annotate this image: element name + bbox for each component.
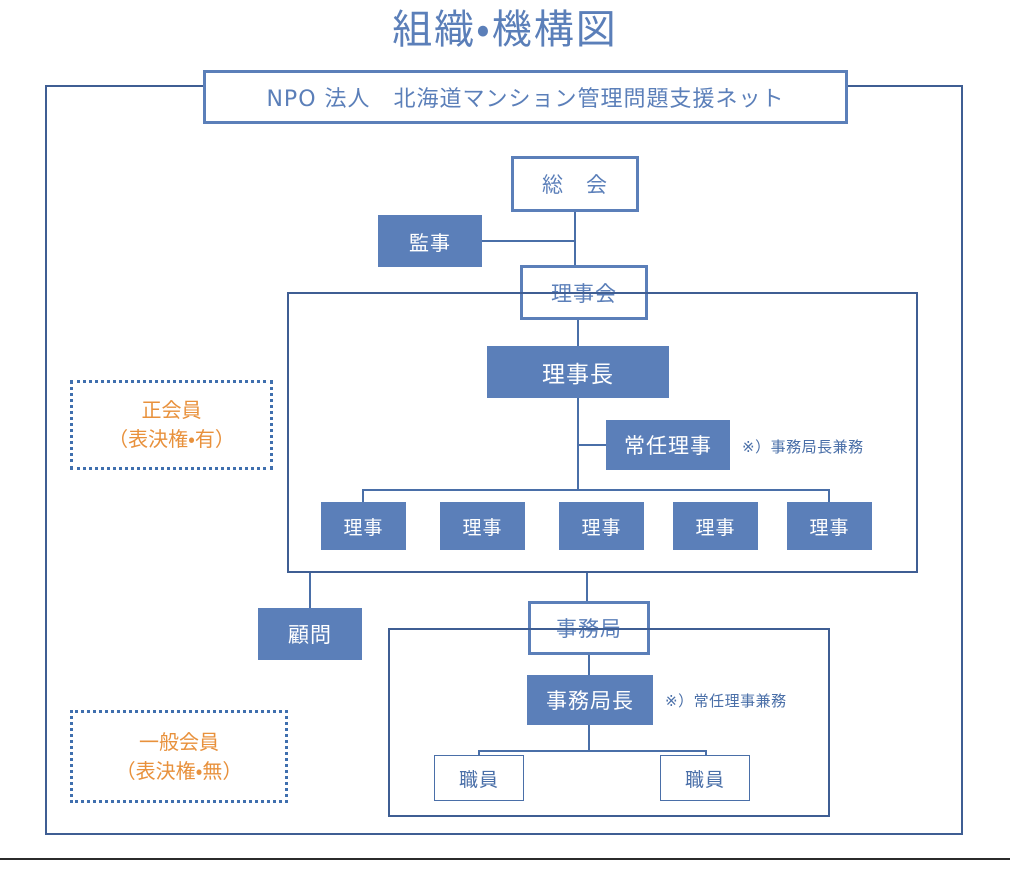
node-director-2[interactable]: 理事: [440, 502, 525, 550]
connector-bus-to-director-1: [362, 489, 364, 502]
board-of-directors-frame: [287, 292, 918, 573]
connector-directors-bus: [362, 489, 830, 491]
bottom-divider: [0, 858, 1010, 860]
page-title: 組織・機構図: [392, 7, 618, 53]
node-director-5[interactable]: 理事: [787, 502, 872, 550]
secretariat-frame: [388, 628, 830, 817]
node-chairman[interactable]: 理事長: [487, 346, 669, 398]
membership-regular-callout: 正会員 （表決権・有）: [70, 380, 273, 470]
node-auditor[interactable]: 監事: [378, 215, 482, 267]
node-director-4[interactable]: 理事: [673, 502, 758, 550]
connector-board-to-advisor: [309, 573, 311, 608]
connector-trunk-to-standing-director: [577, 444, 606, 446]
connector-secretary-general-trunk: [588, 725, 590, 751]
membership-regular-line2: （表決権・有）: [108, 427, 235, 451]
organization-name-box: NPO 法人 北海道マンション管理問題支援ネット: [203, 70, 848, 124]
connector-secretariat-to-secretary-general: [588, 655, 590, 675]
node-secretary-general[interactable]: 事務局長: [527, 675, 653, 725]
node-general-meeting[interactable]: 総 会: [511, 156, 639, 212]
membership-regular-line1: 正会員: [141, 398, 202, 422]
connector-board-to-secretariat: [586, 573, 588, 602]
connector-general-meeting-to-board: [574, 212, 576, 267]
node-advisor[interactable]: 顧問: [258, 608, 362, 660]
connector-bus-to-staff-2: [705, 750, 707, 758]
node-staff-2[interactable]: 職員: [660, 755, 750, 801]
connector-bus-to-staff-1: [478, 750, 480, 758]
connector-board-to-chairman: [577, 320, 579, 346]
node-director-3[interactable]: 理事: [559, 502, 644, 550]
node-director-1[interactable]: 理事: [321, 502, 406, 550]
connector-bus-to-director-5: [828, 489, 830, 502]
node-staff-1[interactable]: 職員: [434, 755, 524, 801]
note-secretary-general: ※）常任理事兼務: [665, 692, 787, 710]
membership-general-line2: （表決権・無）: [115, 758, 243, 783]
note-standing-director: ※）事務局長兼務: [742, 438, 864, 456]
membership-general-line1: 一般会員: [139, 729, 219, 754]
connector-staff-bus: [478, 750, 706, 752]
connector-auditor-to-trunk: [482, 240, 576, 242]
node-standing-director[interactable]: 常任理事: [606, 420, 730, 470]
membership-general-callout: 一般会員 （表決権・無）: [70, 710, 288, 803]
